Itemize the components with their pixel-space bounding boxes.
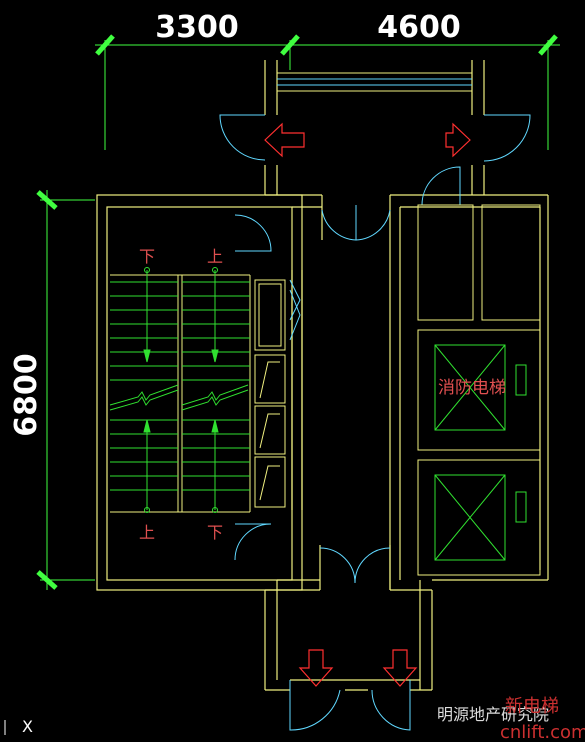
arrow-down-icon: [143, 349, 151, 363]
fire-elevator-car: [434, 344, 506, 431]
stair-flights: [110, 274, 251, 513]
door-swing-stair-lower: [234, 523, 272, 561]
door-swing-double-left: [321, 205, 357, 241]
arrow-down-icon: [211, 349, 219, 363]
stair-start-dot: [212, 507, 218, 513]
watermark-text: 明源地产研究院: [437, 705, 549, 724]
tick-mark: [36, 190, 58, 210]
passenger-elevator-shaft: [417, 459, 541, 576]
arrow-up-icon: [143, 419, 151, 433]
watermark-brand: 新电梯: [505, 696, 559, 717]
tick-mark: [538, 34, 558, 56]
elevator-cross: [434, 474, 506, 561]
door-swing-bottom-left: [289, 680, 341, 731]
break-line: [181, 384, 249, 406]
elevator-cross: [434, 344, 506, 431]
shaft-box: [254, 354, 286, 404]
break-line: [181, 389, 249, 411]
service-shafts: [254, 279, 286, 508]
stair-label-up-top: 上: [207, 247, 223, 266]
stair-start-dot: [212, 267, 218, 273]
evac-arrow-right-icon: [445, 122, 471, 158]
shaft-box: [254, 405, 286, 455]
watermark-site: cnlift.com: [500, 722, 585, 742]
tick-mark: [36, 570, 58, 590]
dimension-6800: 6800: [9, 353, 44, 437]
shaft-box: [254, 279, 286, 351]
passenger-elevator-car: [434, 474, 506, 561]
door-swing-double-right: [355, 209, 391, 241]
door-swing-top-left: [219, 114, 266, 161]
door-swing-stair-upper: [234, 214, 272, 252]
shaft-hatch: [259, 361, 280, 399]
shaft-box-inner: [258, 283, 282, 347]
tick-mark: [280, 34, 300, 56]
fire-elevator-shaft: [417, 329, 541, 451]
door-swing-bottom-right: [371, 680, 411, 731]
counterweight: [515, 364, 527, 396]
door-swing-bottom-double-right: [354, 547, 391, 584]
door-swing-corridor: [289, 289, 301, 341]
break-line: [109, 389, 179, 411]
door-swing-bottom-double-left: [319, 547, 356, 584]
evac-arrow-left-icon: [264, 122, 305, 158]
doors: [219, 114, 531, 731]
stair-start-dot: [144, 507, 150, 513]
dimension-3300: 3300: [155, 10, 239, 45]
fire-elevator-label: 消防电梯: [438, 378, 506, 398]
evac-arrow-down-icon: [298, 649, 334, 687]
elevator-block: [417, 204, 541, 576]
stair-label-up-bottom: 上: [139, 523, 155, 542]
door-swing-corridor: [289, 279, 301, 321]
stair-room-outer-wall: [96, 194, 303, 591]
door-swing-elevator-lobby: [421, 166, 461, 206]
stair-label-down-top: 下: [139, 247, 155, 266]
evacuation-arrows: [264, 122, 471, 687]
shaft-hatch: [259, 465, 280, 501]
dimension-4600: 4600: [377, 10, 461, 45]
arrow-up-icon: [211, 419, 219, 433]
stair-start-dot: [144, 267, 150, 273]
counterweight: [515, 491, 527, 523]
evac-arrow-down-icon: [382, 649, 418, 687]
door-swing-top-right: [483, 114, 531, 162]
shaft-box-upper-left: [417, 204, 474, 321]
break-line: [109, 384, 179, 406]
shaft-box: [254, 456, 286, 508]
elevator-cars: [434, 344, 527, 561]
corner-x-mark: X: [22, 717, 33, 736]
shaft-hatch: [259, 413, 280, 449]
stair-arrows: [143, 267, 219, 513]
top-window: [277, 72, 472, 92]
stair-label-down-bottom: 下: [207, 523, 223, 542]
stair-break-lines: [109, 384, 249, 411]
dimension-ticks: [36, 34, 558, 590]
shaft-box-upper-right: [481, 204, 541, 321]
tick-mark: [95, 34, 115, 56]
